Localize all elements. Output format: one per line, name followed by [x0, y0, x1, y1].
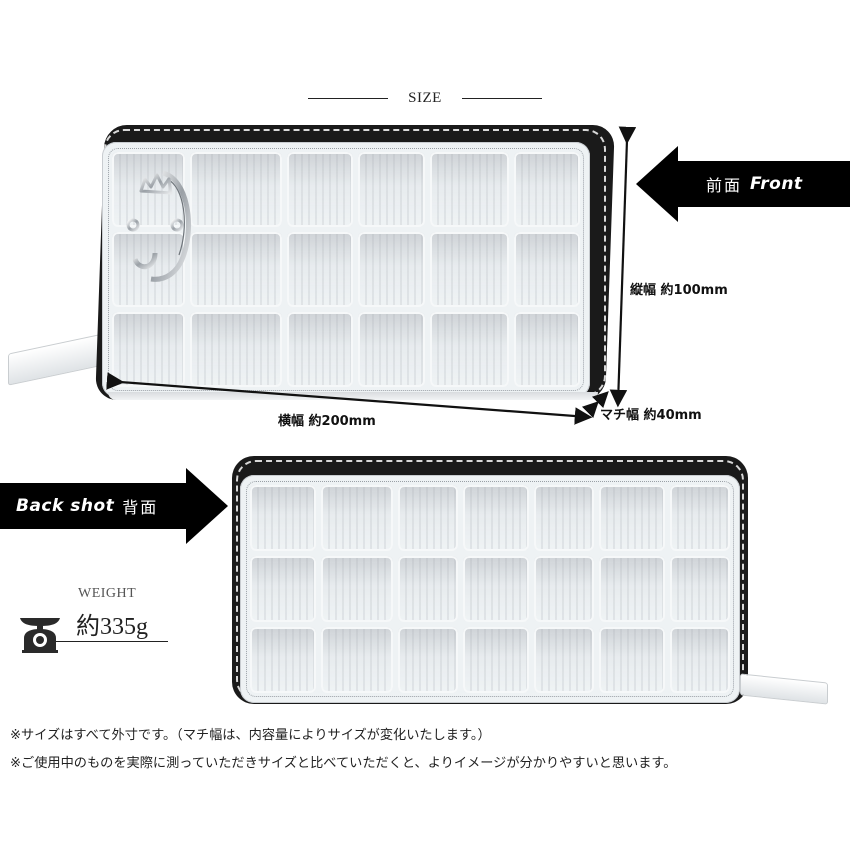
croc-pattern — [102, 142, 590, 397]
zipper-pull — [740, 673, 828, 705]
stitching — [246, 481, 734, 697]
back-callout-bar: Back shot 背面 — [0, 483, 186, 529]
heading-rule-left — [308, 97, 389, 99]
size-heading: SIZE — [300, 88, 550, 108]
scale-icon — [20, 618, 60, 653]
depth-dimension-label: マチ幅 約40mm — [600, 408, 702, 423]
weight-label: WEIGHT — [78, 586, 137, 601]
front-callout-bar: 前面 Front — [678, 161, 850, 207]
back-label-en: Back shot — [16, 496, 115, 516]
height-dimension-label: 縦幅 約100mm — [630, 283, 728, 298]
front-callout: 前面 Front — [636, 146, 850, 222]
right-arrow-icon — [186, 468, 228, 544]
weight-value: 約335g — [76, 614, 148, 640]
brand-logo-icon — [126, 170, 191, 282]
note-line: ※ご使用中のものを実際に測っていただきサイズと比べていただくと、よりイメージが分… — [10, 756, 677, 771]
size-notes: ※サイズはすべて外寸です。（マチ幅は、内容量によりサイズが変化いたします。） ※… — [10, 722, 845, 778]
wallet-face — [102, 142, 590, 397]
back-label-jp: 背面 — [122, 498, 159, 517]
front-label-jp: 前面 — [706, 176, 743, 195]
size-title: SIZE — [408, 89, 442, 106]
wallet-front-image — [0, 120, 620, 410]
weight-rule — [56, 641, 168, 642]
weight-info: WEIGHT 約335g — [16, 586, 176, 656]
note-line: ※サイズはすべて外寸です。（マチ幅は、内容量によりサイズが変化いたします。） — [10, 728, 491, 743]
croc-pattern — [240, 475, 740, 703]
back-callout: Back shot 背面 — [0, 468, 228, 544]
left-arrow-icon — [636, 146, 678, 222]
heading-rule-right — [461, 97, 542, 99]
wallet-face — [240, 475, 740, 703]
width-dimension-label: 横幅 約200mm — [278, 414, 376, 429]
wallet-edge — [108, 392, 598, 400]
wallet-back-image — [220, 450, 840, 720]
front-label-en: Front — [750, 174, 803, 194]
